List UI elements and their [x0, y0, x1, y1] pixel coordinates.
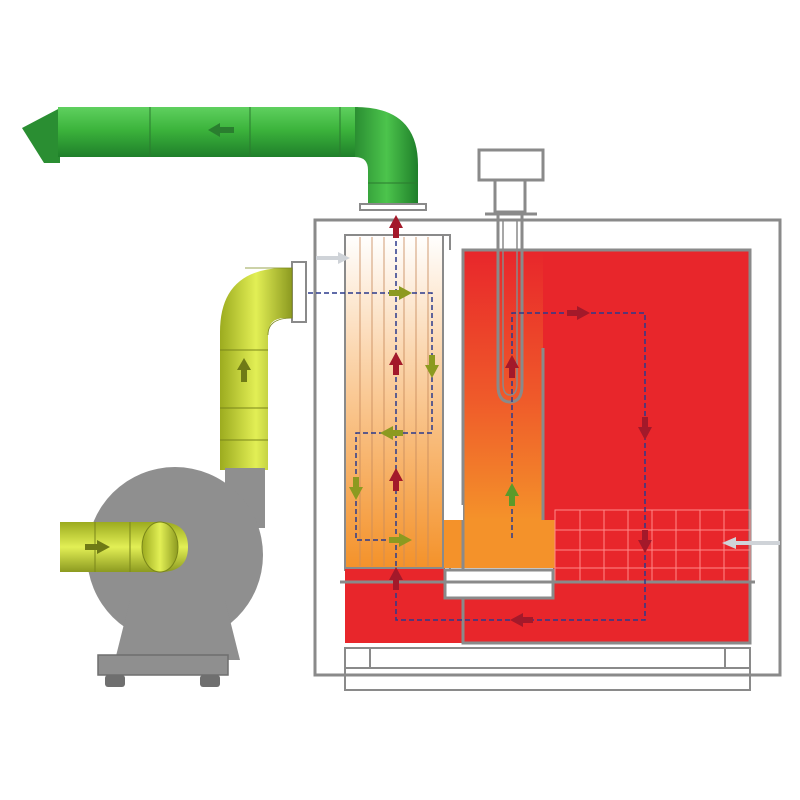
duct-up-arrow-icon — [237, 358, 251, 382]
arrow-left-icon — [380, 426, 403, 440]
arrow-up-icon — [389, 352, 403, 375]
arrow-up-icon — [389, 215, 403, 238]
arrow-down-icon — [638, 530, 652, 553]
inlet-arrow-icon — [316, 252, 350, 264]
heat-exchanger — [344, 234, 444, 569]
arrow-up-icon — [505, 355, 519, 378]
arrow-right-icon — [567, 306, 590, 320]
oven-housing — [313, 218, 782, 691]
intake-duct-arrow-icon — [85, 540, 110, 554]
blower-fan — [60, 467, 265, 687]
intake-arrow-icon — [722, 537, 780, 549]
hot-air-arrows — [389, 215, 652, 627]
exhaust-flow-arrow-icon — [208, 123, 234, 137]
arrow-up-icon — [389, 567, 403, 590]
arrow-down-icon — [349, 477, 363, 500]
fresh-air-duct — [220, 261, 307, 470]
arrow-right-icon — [389, 533, 412, 547]
fresh-air-arrows — [349, 286, 519, 547]
arrow-up-icon — [389, 468, 403, 491]
arrow-down-icon — [425, 355, 439, 378]
exhaust-duct — [22, 107, 427, 211]
burner — [477, 148, 545, 520]
airflow-paths — [300, 225, 646, 621]
product-rack — [554, 509, 751, 584]
arrow-right-icon — [389, 286, 412, 300]
arrow-up-icon — [505, 483, 519, 506]
arrow-down-icon — [638, 417, 652, 440]
arrow-left-icon — [510, 613, 533, 627]
